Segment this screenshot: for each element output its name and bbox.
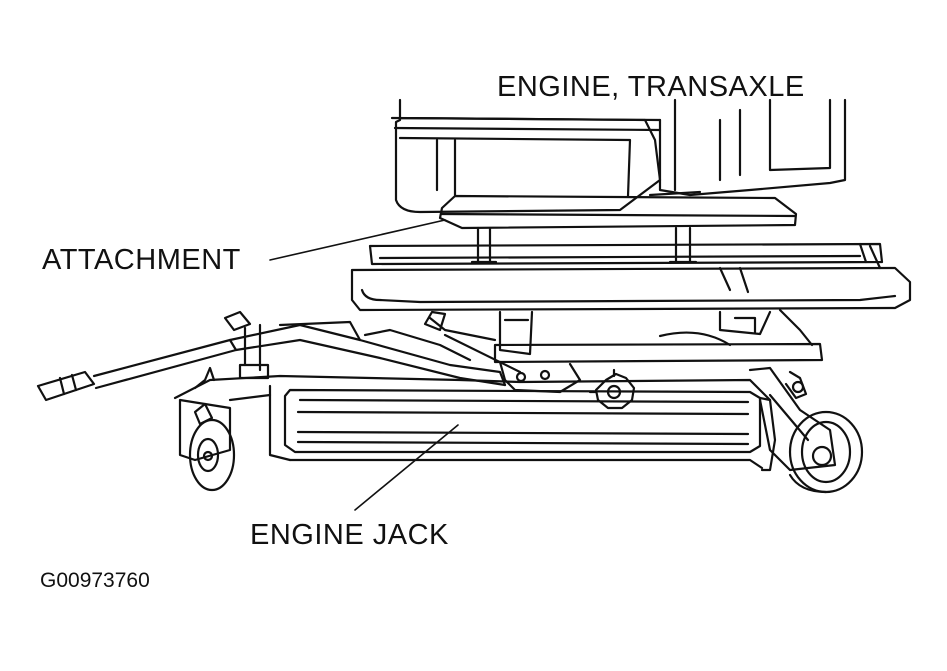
attachment-label: ATTACHMENT: [42, 244, 241, 276]
leader-lines: [270, 220, 458, 510]
engine-transaxle-label: ENGINE, TRANSAXLE: [497, 71, 805, 103]
figure-code: G00973760: [40, 569, 150, 592]
lift-linkage: [425, 310, 822, 392]
attachment-leader: [270, 220, 445, 260]
jack-saddle: [352, 244, 910, 310]
engine-transaxle: [392, 100, 845, 212]
front-caster-wheel: [180, 400, 234, 490]
engine-jack-label: ENGINE JACK: [250, 519, 449, 551]
attachment-plate: [440, 196, 796, 262]
rear-wheel: [750, 368, 862, 492]
jack-handle: [38, 312, 505, 400]
engine-jack-leader: [355, 425, 458, 510]
jack-frame: [175, 368, 775, 470]
